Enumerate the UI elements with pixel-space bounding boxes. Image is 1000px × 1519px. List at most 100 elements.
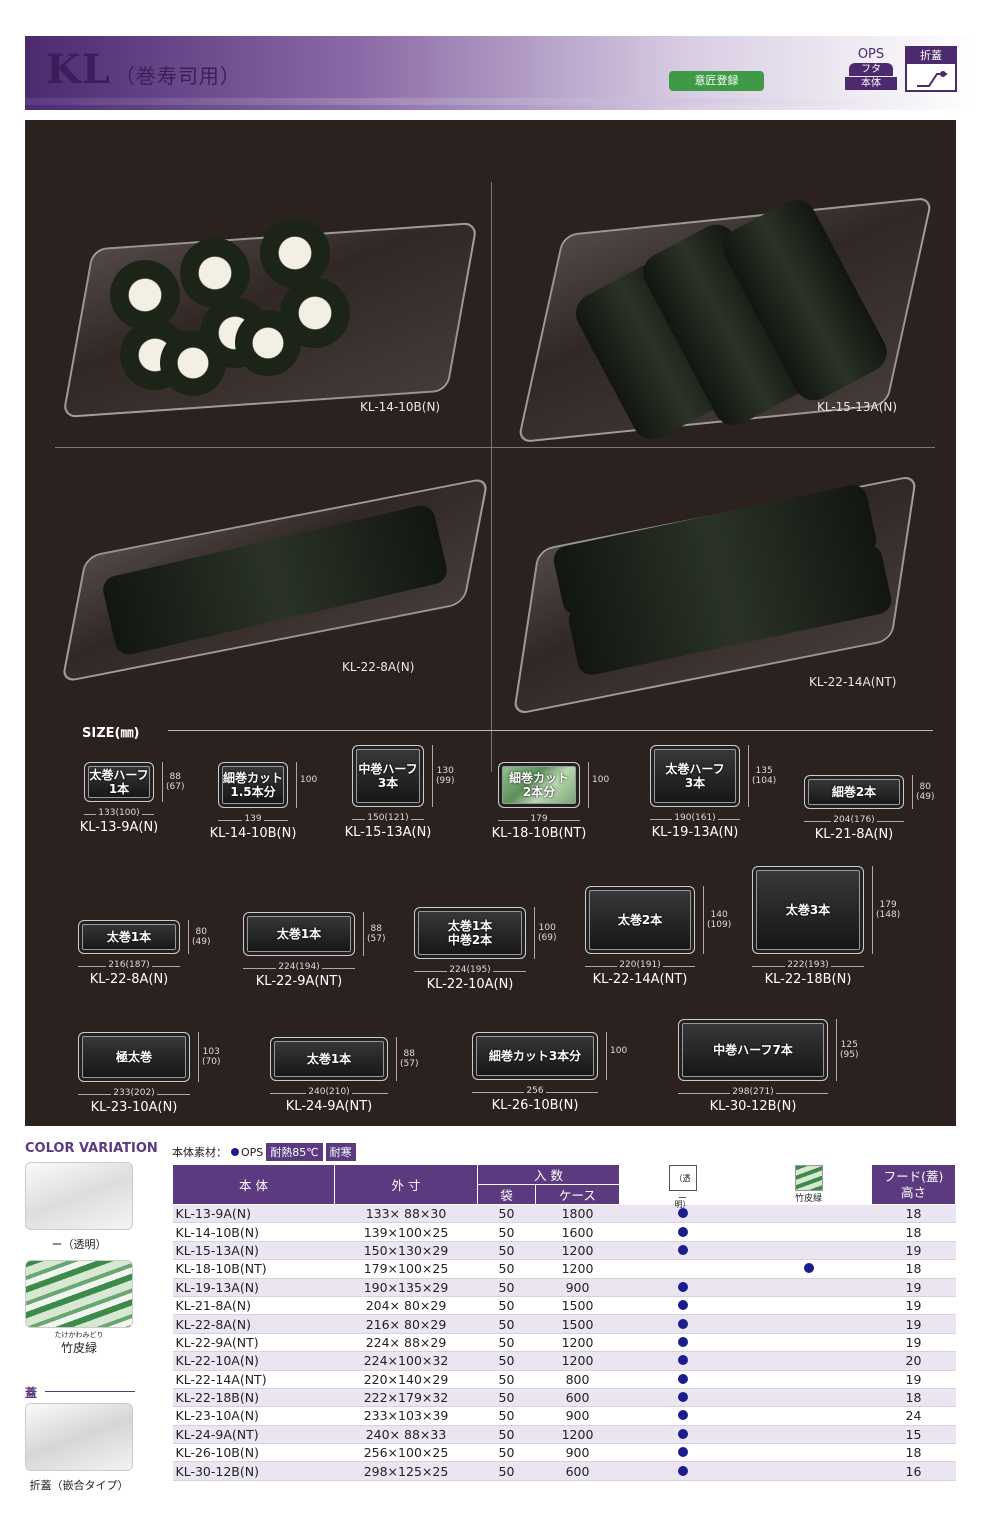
width-value: 298(271) [730, 1087, 776, 1097]
title-text: KL [46, 46, 111, 93]
cold-resistant-tag: 耐寒 [325, 1143, 356, 1161]
header-underline [25, 98, 975, 105]
height-value: 100 [592, 775, 610, 785]
tray-content-label: 太巻ハーフ 1本 [89, 768, 149, 796]
cell-green [745, 1204, 872, 1224]
product-code: KL-18-10B(NT) [491, 826, 587, 841]
cell-clear [619, 1278, 746, 1297]
photo-caption-2: KL-15-13A(N) [817, 400, 898, 414]
height-dimension-line [703, 886, 704, 954]
cell-hood-height: 18 [871, 1259, 956, 1279]
hinge-icon [917, 71, 947, 87]
th-hood: フード(蓋)高さ [871, 1164, 956, 1205]
product-code: KL-14-10B(N) [209, 826, 297, 841]
height-value: 100 [610, 1046, 628, 1056]
height-value: 88 (57) [367, 924, 386, 944]
cell-bag: 50 [477, 1370, 536, 1389]
cell-hood-height: 19 [871, 1241, 956, 1261]
lid-title-line [45, 1391, 135, 1392]
divider-horizontal [55, 447, 935, 448]
cell-case: 800 [535, 1370, 620, 1389]
cell-green [745, 1314, 872, 1334]
cell-size: 190×135×29 [334, 1278, 478, 1297]
cell-clear [619, 1259, 746, 1279]
cell-body: KL-23-10A(N) [172, 1406, 335, 1426]
tray-content-label: 太巻1本 中巻2本 [447, 919, 493, 947]
clear-label: ー [677, 1194, 687, 1204]
cell-hood-height: 18 [871, 1443, 956, 1463]
cell-clear [619, 1222, 746, 1242]
divider-vertical [491, 182, 492, 772]
height-value: 88 (67) [166, 772, 185, 792]
tray-outline: 太巻1本 [78, 920, 180, 954]
cell-size: 179×100×25 [334, 1259, 478, 1279]
sushi-roll [180, 238, 250, 308]
tray-outline: 太巻2本 [585, 886, 695, 954]
tray-content-label: 細巻カット 1.5本分 [222, 771, 283, 799]
width-dimension: 190(161) [650, 813, 740, 823]
cell-bag: 50 [477, 1333, 536, 1353]
width-value: 216(187) [106, 960, 152, 970]
product-photo-panel: KL-14-10B(N) KL-15-13A(N) KL-22-8A(N) KL… [25, 120, 956, 1126]
cell-size: 216× 80×29 [334, 1314, 478, 1334]
page-title: KL（巻寿司用） [46, 46, 241, 93]
swatch-bamboo-green [25, 1260, 133, 1328]
product-code: KL-23-10A(N) [90, 1100, 178, 1115]
available-dot-icon [677, 1318, 688, 1329]
cell-case: 1600 [535, 1222, 620, 1242]
cell-bag: 50 [477, 1278, 536, 1297]
available-dot-icon [677, 1373, 688, 1384]
tray-content-label: 太巻1本 [306, 1052, 352, 1066]
sushi-roll [235, 310, 301, 376]
cell-clear [619, 1333, 746, 1353]
width-value: 139 [242, 814, 264, 824]
cell-case: 600 [535, 1461, 620, 1481]
cell-size: 222×179×32 [334, 1388, 478, 1408]
available-dot-icon [677, 1226, 688, 1237]
th-qty: 入 数 [477, 1164, 620, 1185]
cell-body: KL-18-10B(NT) [172, 1259, 335, 1279]
heat-resistant-tag: 耐熱85℃ [266, 1143, 323, 1161]
folding-lid-icon: 折蓋 [905, 46, 957, 92]
tray-content-label: 細巻カット3本分 [488, 1049, 582, 1063]
cell-green [745, 1278, 872, 1297]
tray-outline: 細巻2本 [804, 775, 904, 809]
cell-clear [619, 1406, 746, 1426]
height-dimension-line [296, 762, 297, 808]
height-dimension-line [432, 745, 433, 807]
cell-size: 150×130×29 [334, 1241, 478, 1261]
width-dimension: 204(176) [804, 815, 904, 825]
width-value: 224(194) [276, 962, 322, 972]
width-dimension: 222(193) [752, 960, 864, 970]
available-dot-icon [677, 1300, 688, 1311]
available-dot-icon [803, 1263, 814, 1274]
tray-outline: 中巻ハーフ 3本 [352, 745, 424, 807]
height-dimension-line [188, 920, 189, 954]
product-code: KL-22-10A(N) [426, 977, 514, 992]
cell-hood-height: 16 [871, 1461, 956, 1481]
tray-outline: 太巻3本 [752, 866, 864, 954]
th-case: ケース [535, 1184, 620, 1205]
cell-hood-height: 18 [871, 1204, 956, 1224]
tray-outline: 中巻ハーフ7本 [678, 1019, 828, 1081]
width-value: 204(176) [831, 815, 877, 825]
cell-size: 240× 88×33 [334, 1425, 478, 1445]
height-dimension-line [836, 1019, 837, 1081]
ops-lid-label: フタ [849, 63, 893, 76]
cell-green [745, 1296, 872, 1316]
cell-hood-height: 20 [871, 1351, 956, 1371]
cell-size: 220×140×29 [334, 1370, 478, 1389]
width-value: 190(161) [672, 813, 718, 823]
cell-green [745, 1443, 872, 1463]
green-label: 竹皮緑 [794, 1194, 822, 1204]
cell-hood-height: 19 [871, 1314, 956, 1334]
